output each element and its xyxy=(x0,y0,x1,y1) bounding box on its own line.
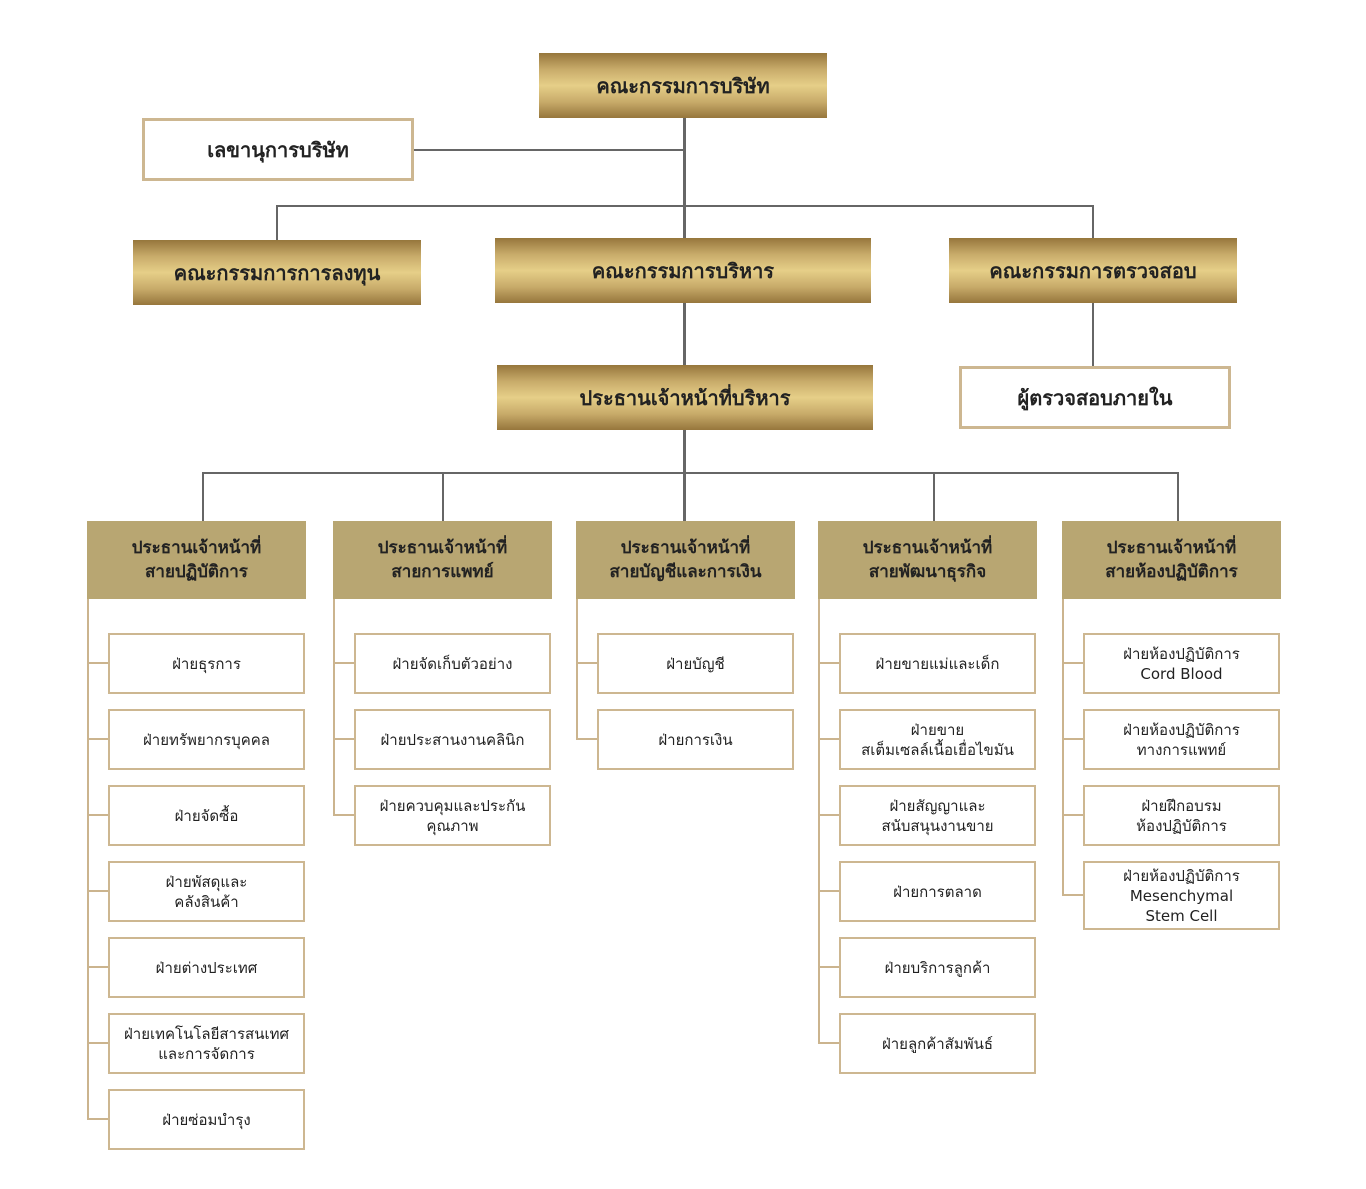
division-header: ประธานเจ้าหน้าที่ สายบัญชีและการเงิน xyxy=(576,521,795,599)
connector-line xyxy=(414,149,684,151)
department-box: ฝ่ายขายแม่และเด็ก xyxy=(839,633,1036,694)
connector-line xyxy=(87,738,109,740)
department-box: ฝ่ายห้องปฏิบัติการ Mesenchymal Stem Cell xyxy=(1083,861,1280,930)
connector-line xyxy=(1062,599,1064,895)
connector-line xyxy=(683,303,686,365)
connector-line xyxy=(576,662,598,664)
department-box: ฝ่ายจัดเก็บตัวอย่าง xyxy=(354,633,551,694)
audit-committee-box: คณะกรรมการตรวจสอบ xyxy=(949,238,1237,303)
department-box: ฝ่ายห้องปฏิบัติการ Cord Blood xyxy=(1083,633,1280,694)
department-box: ฝ่ายต่างประเทศ xyxy=(108,937,305,998)
division-header: ประธานเจ้าหน้าที่ สายห้องปฏิบัติการ xyxy=(1062,521,1281,599)
connector-line xyxy=(818,966,840,968)
executive-committee-box: คณะกรรมการบริหาร xyxy=(495,238,871,303)
department-box: ฝ่ายธุรการ xyxy=(108,633,305,694)
department-box: ฝ่ายขาย สเต็มเซลล์เนื้อเยื่อไขมัน xyxy=(839,709,1036,770)
connector-line xyxy=(202,472,1179,474)
connector-line xyxy=(87,662,109,664)
connector-line xyxy=(1062,814,1084,816)
connector-line xyxy=(683,118,686,238)
department-box: ฝ่ายประสานงานคลินิก xyxy=(354,709,551,770)
connector-line xyxy=(576,599,578,739)
connector-line xyxy=(333,662,355,664)
department-box: ฝ่ายลูกค้าสัมพันธ์ xyxy=(839,1013,1036,1074)
connector-line xyxy=(202,473,204,521)
ceo-box: ประธานเจ้าหน้าที่บริหาร xyxy=(497,365,873,430)
connector-line xyxy=(276,205,278,240)
department-box: ฝ่ายเทคโนโลยีสารสนเทศ และการจัดการ xyxy=(108,1013,305,1074)
department-box: ฝ่ายการเงิน xyxy=(597,709,794,770)
connector-line xyxy=(818,662,840,664)
connector-line xyxy=(1177,473,1179,521)
department-box: ฝ่ายฝึกอบรม ห้องปฏิบัติการ xyxy=(1083,785,1280,846)
connector-line xyxy=(683,473,685,521)
division-header: ประธานเจ้าหน้าที่ สายปฏิบัติการ xyxy=(87,521,306,599)
connector-line xyxy=(276,205,1094,207)
company-secretary-box: เลขานุการบริษัท xyxy=(142,118,414,181)
connector-line xyxy=(1062,738,1084,740)
connector-line xyxy=(333,599,335,815)
division-header: ประธานเจ้าหน้าที่ สายการแพทย์ xyxy=(333,521,552,599)
department-box: ฝ่ายการตลาด xyxy=(839,861,1036,922)
board-of-directors-box: คณะกรรมการบริษัท xyxy=(539,53,827,118)
connector-line xyxy=(933,473,935,521)
connector-line xyxy=(1062,662,1084,664)
connector-line xyxy=(87,1042,109,1044)
connector-line xyxy=(333,738,355,740)
department-box: ฝ่ายจัดซื้อ xyxy=(108,785,305,846)
connector-line xyxy=(1062,894,1084,896)
division-header: ประธานเจ้าหน้าที่ สายพัฒนาธุรกิจ xyxy=(818,521,1037,599)
connector-line xyxy=(818,1042,840,1044)
internal-auditor-box: ผู้ตรวจสอบภายใน xyxy=(959,366,1231,429)
department-box: ฝ่ายสัญญาและ สนับสนุนงานขาย xyxy=(839,785,1036,846)
connector-line xyxy=(818,738,840,740)
department-box: ฝ่ายซ่อมบำรุง xyxy=(108,1089,305,1150)
department-box: ฝ่ายพัสดุและ คลังสินค้า xyxy=(108,861,305,922)
connector-line xyxy=(87,814,109,816)
connector-line xyxy=(818,599,820,1043)
department-box: ฝ่ายบัญชี xyxy=(597,633,794,694)
department-box: ฝ่ายทรัพยากรบุคคล xyxy=(108,709,305,770)
connector-line xyxy=(576,738,598,740)
department-box: ฝ่ายควบคุมและประกัน คุณภาพ xyxy=(354,785,551,846)
connector-line xyxy=(87,1118,109,1120)
connector-line xyxy=(87,599,89,1119)
department-box: ฝ่ายบริการลูกค้า xyxy=(839,937,1036,998)
department-box: ฝ่ายห้องปฏิบัติการ ทางการแพทย์ xyxy=(1083,709,1280,770)
connector-line xyxy=(87,890,109,892)
connector-line xyxy=(87,966,109,968)
investment-committee-box: คณะกรรมการการลงทุน xyxy=(133,240,421,305)
connector-line xyxy=(442,473,444,521)
connector-line xyxy=(333,814,355,816)
connector-line xyxy=(818,814,840,816)
connector-line xyxy=(818,890,840,892)
